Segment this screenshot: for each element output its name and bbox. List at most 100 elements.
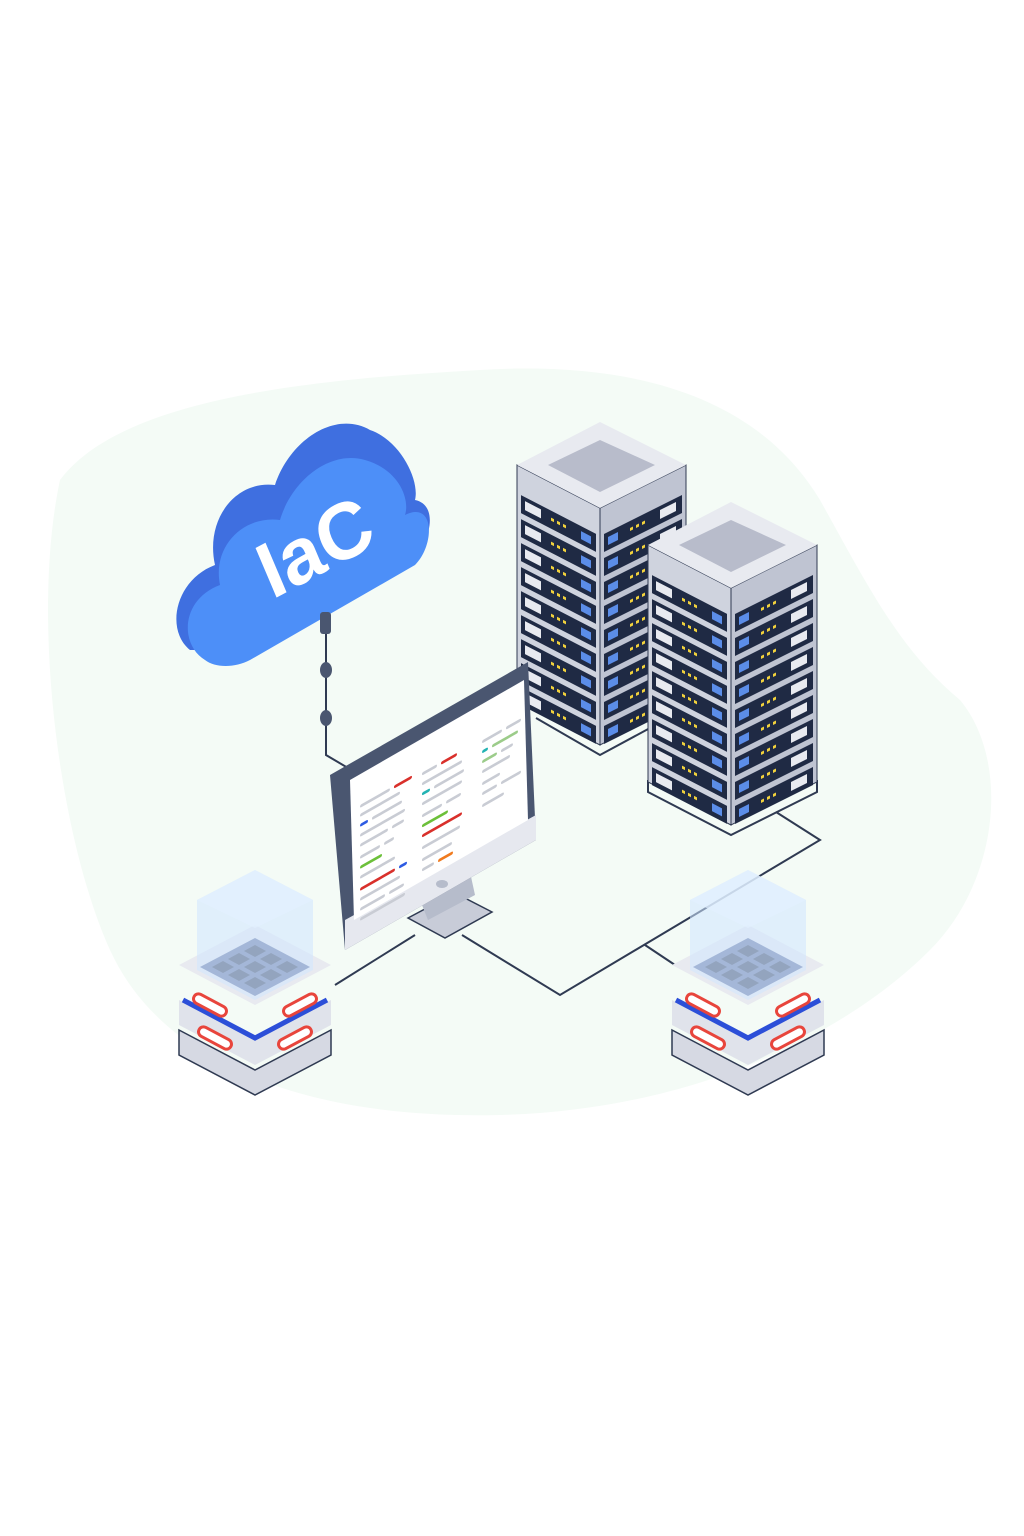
led-icon [682, 765, 685, 771]
led-icon [773, 720, 776, 725]
led-icon [557, 664, 560, 670]
status-indicator [739, 708, 749, 721]
server-left-rack [652, 575, 727, 824]
code-line [422, 812, 462, 838]
led-icon [761, 606, 764, 611]
led-icon [630, 694, 633, 699]
code-line [482, 752, 497, 763]
code-line [360, 808, 405, 837]
led-icon [636, 715, 639, 720]
code-line [422, 760, 462, 786]
status-indicator [608, 700, 618, 713]
code-line [422, 825, 460, 850]
led-icon [642, 712, 645, 717]
led-icon [767, 651, 770, 656]
status-indicator [712, 659, 722, 673]
led-icon [563, 523, 566, 529]
led-icon [761, 726, 764, 731]
led-icon [551, 541, 554, 547]
led-icon [563, 715, 566, 721]
led-icon [630, 622, 633, 627]
led-icon [694, 675, 697, 681]
glass-cube-top [197, 870, 313, 928]
code-line [422, 810, 448, 828]
code-line [360, 894, 385, 911]
drive-bay [656, 773, 672, 791]
code-line [434, 769, 464, 789]
server-top-panel [679, 520, 786, 572]
drive-bay [656, 677, 672, 695]
led-icon [636, 667, 639, 672]
drive-bay [525, 501, 541, 519]
led-icon [563, 643, 566, 649]
code-line [501, 770, 521, 785]
status-indicator [581, 627, 591, 641]
drive-bay [660, 502, 676, 519]
led-icon [761, 774, 764, 779]
status-indicator [608, 724, 618, 737]
code-line [360, 845, 380, 859]
led-icon [630, 670, 633, 675]
status-indicator [581, 699, 591, 713]
drive-bay [525, 549, 541, 567]
status-indicator [608, 676, 618, 689]
led-icon [642, 592, 645, 597]
drive-bay [791, 774, 807, 791]
cloud-connector [320, 612, 331, 634]
led-icon [563, 595, 566, 601]
cable-bead [320, 710, 332, 726]
drive-bay [656, 629, 672, 647]
drive-bay [791, 630, 807, 647]
storage-red-indicator [770, 1025, 806, 1051]
led-icon [642, 688, 645, 693]
led-icon [761, 702, 764, 707]
led-icon [682, 789, 685, 795]
code-line [422, 764, 437, 776]
led-icon [630, 550, 633, 555]
monitor-to-left-storage-line [334, 934, 416, 986]
led-icon [773, 792, 776, 797]
storage-red-indicator [690, 1025, 726, 1051]
led-icon [557, 592, 560, 598]
led-icon [767, 603, 770, 608]
storage-node [178, 870, 332, 1096]
code-line [501, 743, 513, 753]
cable-bead [320, 662, 332, 678]
led-icon [694, 723, 697, 729]
led-icon [688, 624, 691, 630]
led-icon [773, 648, 776, 653]
drive-bay [791, 582, 807, 599]
led-icon [682, 669, 685, 675]
led-icon [636, 643, 639, 648]
led-icon [636, 619, 639, 624]
led-icon [551, 685, 554, 691]
led-icon [630, 646, 633, 651]
storage-red-indicator [192, 992, 228, 1018]
led-icon [551, 661, 554, 667]
code-line [441, 753, 457, 765]
led-icon [773, 768, 776, 773]
code-line [389, 883, 404, 894]
status-indicator [581, 555, 591, 569]
status-indicator [739, 804, 749, 817]
led-icon [773, 744, 776, 749]
status-indicator [712, 803, 722, 817]
code-line [384, 837, 394, 845]
status-indicator [739, 684, 749, 697]
led-icon [694, 651, 697, 657]
led-icon [557, 616, 560, 622]
drive-bay [525, 669, 541, 687]
code-line [482, 792, 504, 807]
led-icon [761, 654, 764, 659]
led-icon [636, 523, 639, 528]
led-icon [551, 613, 554, 619]
code-line [372, 800, 402, 820]
network-to-right-storage-line [644, 944, 676, 966]
status-indicator [712, 731, 722, 745]
code-line [360, 788, 390, 808]
led-icon [767, 699, 770, 704]
status-indicator [739, 756, 749, 769]
cloud: IaC [176, 423, 430, 726]
led-icon [767, 747, 770, 752]
